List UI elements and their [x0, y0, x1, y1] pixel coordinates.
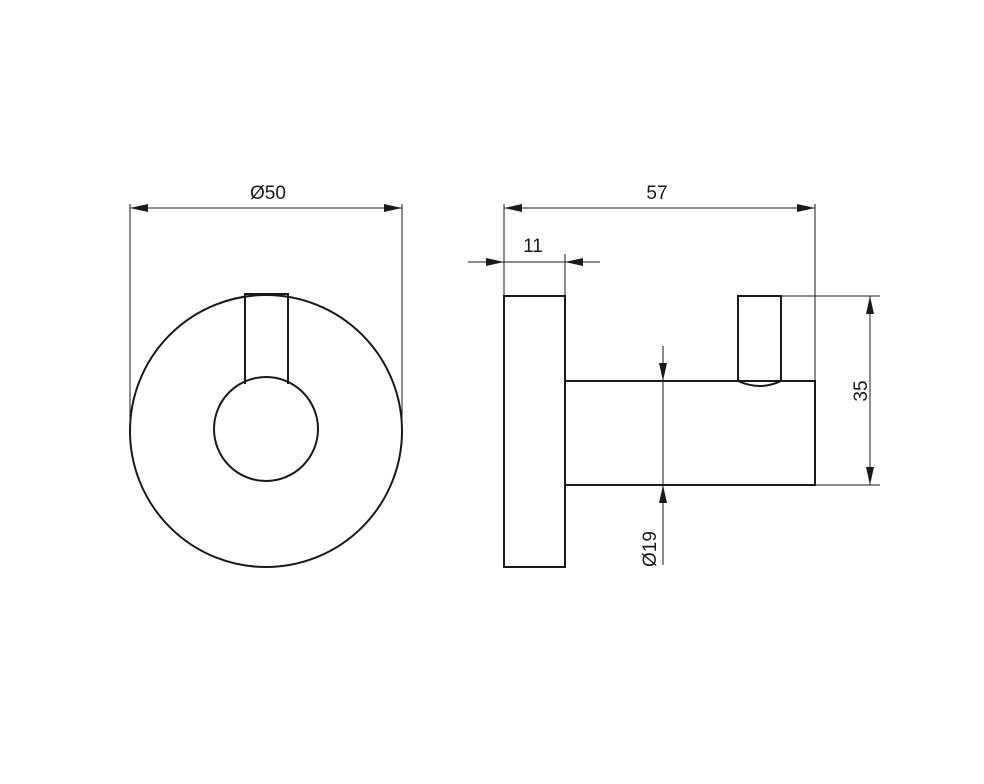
front-view: Ø50	[129, 183, 403, 568]
dimension-outer-diameter: Ø50	[129, 183, 403, 431]
front-outer-circle	[129, 294, 403, 568]
label-hook-height: 35	[851, 380, 872, 401]
dimension-total-depth: 57	[503, 183, 816, 381]
front-hook-arm	[244, 293, 289, 384]
dimension-base-thickness: 11	[468, 236, 600, 296]
label-stem-diameter: Ø19	[640, 531, 661, 567]
label-base-thickness: 11	[523, 236, 543, 257]
label-total-depth: 57	[646, 183, 667, 204]
side-stem	[565, 380, 816, 486]
front-stem-circle	[213, 376, 319, 482]
side-base-plate	[503, 295, 566, 568]
side-view: 57 11 35 Ø19	[468, 183, 880, 568]
side-hook-curve	[737, 380, 782, 387]
dimension-stem-diameter: Ø19	[640, 346, 667, 567]
label-outer-diameter: Ø50	[250, 183, 286, 204]
side-hook-upright	[737, 295, 782, 381]
dimension-hook-height: 35	[781, 295, 880, 486]
